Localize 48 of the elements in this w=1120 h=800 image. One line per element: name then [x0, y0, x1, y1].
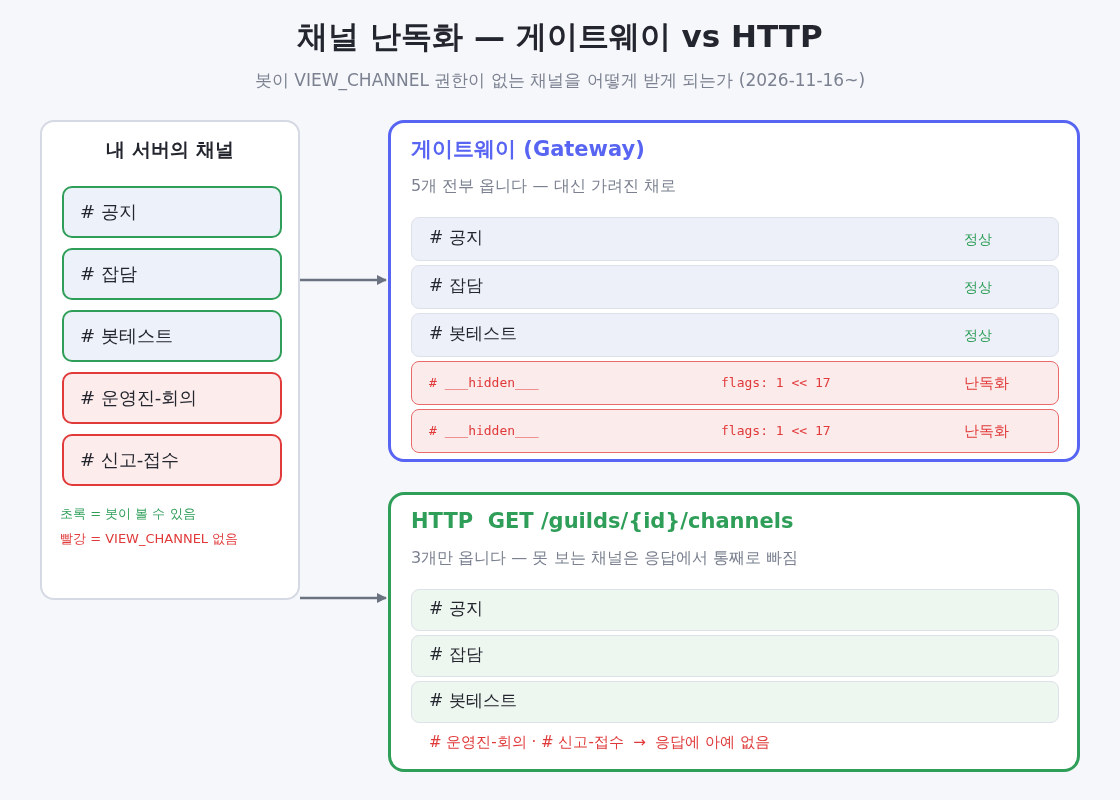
- channel-row: [411, 681, 1059, 723]
- status-label: 정상: [964, 231, 992, 248]
- channel-name: # 잡담: [80, 263, 137, 285]
- status-label: 정상: [964, 327, 992, 344]
- panel-subtitle: 5개 전부 옵니다 — 대신 가려진 채로: [411, 176, 676, 196]
- channel-name: # 공지: [80, 201, 137, 223]
- channel-name: # 잡담: [429, 275, 483, 296]
- status-label: 난독화: [964, 422, 1009, 440]
- channel-box: [62, 310, 282, 362]
- channel-row: [411, 217, 1059, 261]
- channel-box: [62, 434, 282, 486]
- channel-name: # 잡담: [429, 644, 483, 665]
- channel-box: [62, 186, 282, 238]
- panel-heading: 내 서버의 채널: [105, 138, 235, 161]
- channel-name: # 봇테스트: [429, 690, 517, 711]
- legend-note: 초록 = 봇이 볼 수 있음: [60, 506, 196, 522]
- channel-box: [62, 372, 282, 424]
- flags-label: flags: 1 << 17: [721, 375, 831, 391]
- subtitle: 봇이 VIEW_CHANNEL 권한이 없는 채널을 어떻게 받게 되는가 (2026-11-16~): [253, 70, 867, 91]
- channel-name: # 신고-접수: [80, 449, 180, 471]
- channel-name: # ___hidden___: [429, 375, 539, 391]
- channel-name: # 공지: [429, 227, 483, 248]
- channel-name: # ___hidden___: [429, 423, 539, 439]
- channel-row: [411, 409, 1059, 453]
- channel-row: [411, 361, 1059, 405]
- panel-heading: 게이트웨이 (Gateway): [411, 137, 645, 163]
- channel-box: [62, 248, 282, 300]
- panel: [388, 492, 1080, 772]
- note: # 운영진-회의 · # 신고-접수 → 응답에 아예 없음: [429, 733, 770, 751]
- title: 채널 난독화 — 게이트웨이 vs HTTP: [296, 18, 824, 56]
- channel-row: [411, 589, 1059, 631]
- status-label: 난독화: [964, 374, 1009, 392]
- panel-heading: HTTP GET /guilds/{id}/channels: [411, 509, 794, 535]
- channel-row: [411, 635, 1059, 677]
- status-label: 정상: [964, 279, 992, 296]
- channel-name: # 운영진-회의: [80, 387, 198, 409]
- panel-subtitle: 3개만 옵니다 — 못 보는 채널은 응답에서 통째로 빠짐: [411, 548, 798, 568]
- panel: [40, 120, 300, 600]
- flags-label: flags: 1 << 17: [721, 423, 831, 439]
- channel-name: # 봇테스트: [429, 323, 517, 344]
- channel-name: # 공지: [429, 598, 483, 619]
- channel-row: [411, 265, 1059, 309]
- legend-note: 빨강 = VIEW_CHANNEL 없음: [60, 531, 239, 547]
- panel: [388, 120, 1080, 462]
- channel-row: [411, 313, 1059, 357]
- arrow: [300, 593, 387, 603]
- channel-name: # 봇테스트: [80, 325, 173, 347]
- arrow: [300, 275, 387, 285]
